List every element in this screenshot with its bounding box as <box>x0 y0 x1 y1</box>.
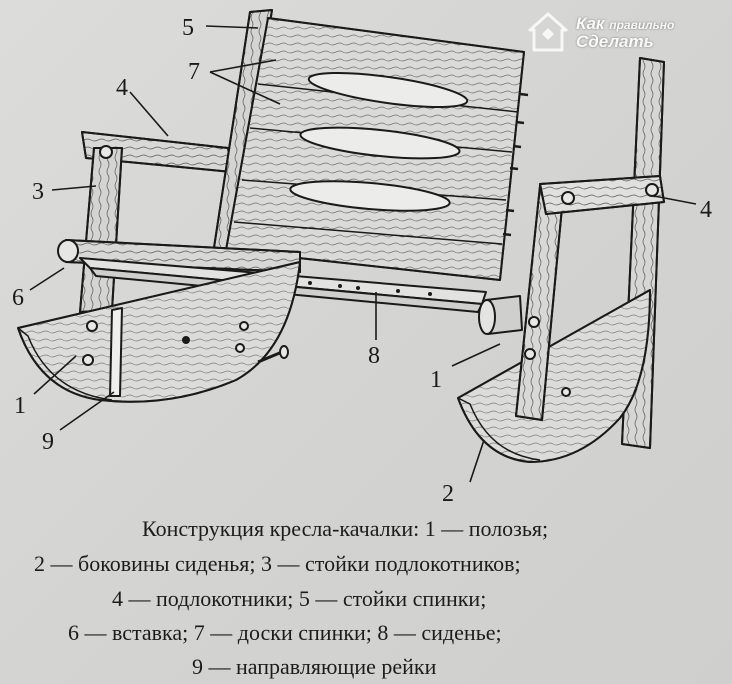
rocking-chair-drawing <box>17 9 697 483</box>
caption-line-3: 4 — подлокотники; 5 — стойки спинки; <box>112 586 487 611</box>
house-logo-icon <box>528 12 568 52</box>
caption-line-4: 6 — вставка; 7 — доски спинки; 8 — сиден… <box>68 620 502 645</box>
caption-line-5: 9 — направляющие рейки <box>192 654 437 679</box>
label-7: 7 <box>188 59 200 85</box>
label-8: 8 <box>368 343 380 369</box>
caption-line-1: Конструкция кресла-качалки: 1 — полозья; <box>142 516 549 541</box>
label-4-right: 4 <box>700 197 712 223</box>
watermark-line2: Сделать <box>576 32 654 51</box>
right-rocker <box>457 289 651 463</box>
back-boards <box>225 17 529 281</box>
label-1-right: 1 <box>430 367 442 393</box>
label-2: 2 <box>442 481 454 507</box>
caption-line-2: 2 — боковины сиденья; 3 — стойки подлоко… <box>34 551 521 576</box>
right-armrest <box>539 175 665 215</box>
watermark: Как правильно Сделать <box>526 10 726 56</box>
guide-rail <box>109 307 123 397</box>
watermark-line1: Как правильно <box>576 14 675 33</box>
dowel <box>478 295 523 335</box>
label-1-left: 1 <box>14 393 26 419</box>
left-rocker <box>17 261 301 403</box>
label-3: 3 <box>32 179 44 205</box>
label-5: 5 <box>182 15 194 41</box>
leader-lines <box>29 25 697 483</box>
bolt <box>257 345 289 364</box>
left-armrest-post <box>79 145 123 313</box>
label-4-left: 4 <box>116 75 128 101</box>
label-6: 6 <box>12 285 24 311</box>
label-9: 9 <box>42 429 54 455</box>
